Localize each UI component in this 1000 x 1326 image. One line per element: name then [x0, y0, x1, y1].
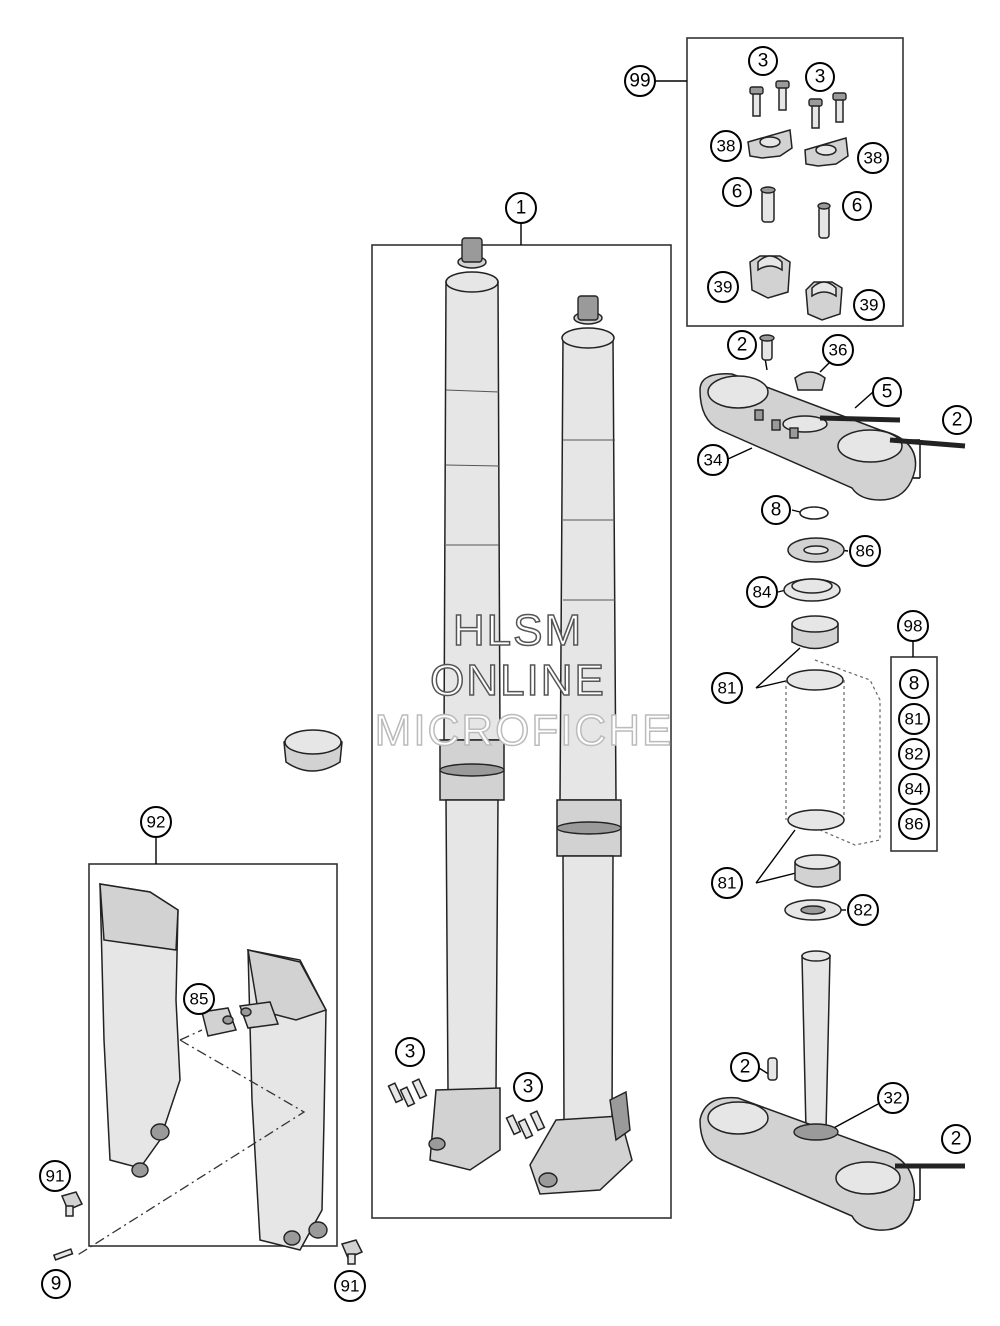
kit-callout-82: 82 — [898, 738, 930, 770]
callout-8: 8 — [761, 495, 791, 525]
svg-text:8: 8 — [909, 674, 920, 695]
callout-3: 3 — [395, 1037, 425, 1067]
svg-text:9: 9 — [51, 1274, 62, 1295]
left-fork-leg — [428, 237, 505, 1171]
svg-text:85: 85 — [190, 990, 209, 1009]
svg-text:38: 38 — [864, 149, 883, 168]
svg-text:91: 91 — [341, 1277, 360, 1296]
callout-81: 81 — [711, 672, 743, 704]
bearing-kit-box — [890, 656, 938, 852]
kit-callout-81: 81 — [898, 703, 930, 735]
svg-text:81: 81 — [905, 710, 924, 729]
callout-6: 6 — [722, 177, 752, 207]
callout-84: 84 — [746, 576, 778, 608]
brake-line-guides — [201, 1001, 280, 1037]
svg-text:3: 3 — [815, 67, 826, 88]
handlebar-clamp-upper — [747, 129, 849, 167]
callout-38: 38 — [710, 130, 742, 162]
svg-text:38: 38 — [717, 137, 736, 156]
callout-81: 81 — [711, 867, 743, 899]
callout-85: 85 — [183, 983, 215, 1015]
fork-protector-box — [88, 863, 338, 1247]
svg-text:39: 39 — [860, 296, 879, 315]
svg-text:1: 1 — [516, 198, 527, 219]
svg-text:99: 99 — [629, 71, 650, 92]
callout-5: 5 — [872, 377, 902, 407]
callout-39: 39 — [853, 289, 885, 321]
kit-callout-86: 86 — [898, 808, 930, 840]
callout-91: 91 — [39, 1160, 71, 1192]
svg-text:86: 86 — [856, 542, 875, 561]
stem-bearings — [783, 506, 881, 921]
upper-triple-clamp — [699, 334, 966, 501]
svg-text:2: 2 — [740, 1057, 751, 1078]
svg-text:34: 34 — [704, 451, 723, 470]
left-fork-protector — [99, 883, 181, 1178]
svg-text:84: 84 — [753, 583, 772, 602]
callout-9: 9 — [41, 1269, 71, 1299]
svg-text:84: 84 — [905, 780, 924, 799]
svg-text:32: 32 — [884, 1089, 903, 1108]
right-fork-leg — [529, 295, 633, 1195]
callout-3: 3 — [805, 62, 835, 92]
svg-text:2: 2 — [951, 1129, 962, 1150]
protector-screws — [52, 1191, 364, 1265]
svg-text:8: 8 — [771, 500, 782, 521]
assembly-path — [75, 1029, 306, 1257]
lower-triple-clamp — [699, 950, 965, 1231]
callout-3: 3 — [748, 46, 778, 76]
svg-text:98: 98 — [904, 617, 923, 636]
callout-36: 36 — [822, 334, 854, 366]
clamp-screws — [760, 186, 831, 239]
watermark-line2: ONLINE — [430, 656, 606, 705]
handlebar-clamp-lower — [749, 255, 843, 321]
callout-6: 6 — [842, 191, 872, 221]
callout-2: 2 — [727, 330, 757, 360]
callout-2: 2 — [730, 1052, 760, 1082]
svg-text:2: 2 — [737, 335, 748, 356]
svg-text:3: 3 — [405, 1042, 416, 1063]
clamp-bolts-top — [749, 80, 847, 129]
svg-text:3: 3 — [523, 1077, 534, 1098]
svg-text:91: 91 — [46, 1167, 65, 1186]
svg-text:5: 5 — [882, 382, 893, 403]
svg-text:82: 82 — [905, 745, 924, 764]
svg-text:39: 39 — [714, 278, 733, 297]
callout-99: 99 — [624, 65, 656, 97]
callout-92: 92 — [140, 806, 172, 838]
callout-38: 38 — [857, 142, 889, 174]
svg-text:86: 86 — [905, 815, 924, 834]
kit-callout-8: 8 — [899, 669, 929, 699]
watermark-line1: HLSM — [453, 606, 583, 655]
svg-text:36: 36 — [829, 341, 848, 360]
loose-collar — [283, 729, 343, 772]
watermark-line3: MICROFICHE — [375, 706, 674, 755]
svg-text:2: 2 — [952, 410, 963, 431]
svg-text:6: 6 — [732, 182, 743, 203]
svg-text:81: 81 — [718, 874, 737, 893]
callout-34: 34 — [697, 444, 729, 476]
svg-text:82: 82 — [854, 901, 873, 920]
callout-2: 2 — [942, 405, 972, 435]
hardware-kit-box — [686, 37, 904, 327]
callout-3: 3 — [513, 1072, 543, 1102]
callout-82: 82 — [847, 894, 879, 926]
watermark: HLSM ONLINE MICROFICHE — [374, 605, 674, 756]
callout-39: 39 — [707, 271, 739, 303]
callout-86: 86 — [849, 535, 881, 567]
svg-text:81: 81 — [718, 679, 737, 698]
right-fork-protector — [247, 949, 328, 1251]
svg-text:6: 6 — [852, 196, 863, 217]
callout-2: 2 — [941, 1124, 971, 1154]
callout-32: 32 — [877, 1082, 909, 1114]
axle-clamp-bolts — [387, 1078, 546, 1140]
callout-98: 98 — [897, 610, 929, 642]
svg-text:3: 3 — [758, 51, 769, 72]
kit-callout-84: 84 — [898, 773, 930, 805]
svg-text:92: 92 — [147, 813, 166, 832]
callout-1: 1 — [505, 192, 537, 224]
callout-91: 91 — [334, 1270, 366, 1302]
